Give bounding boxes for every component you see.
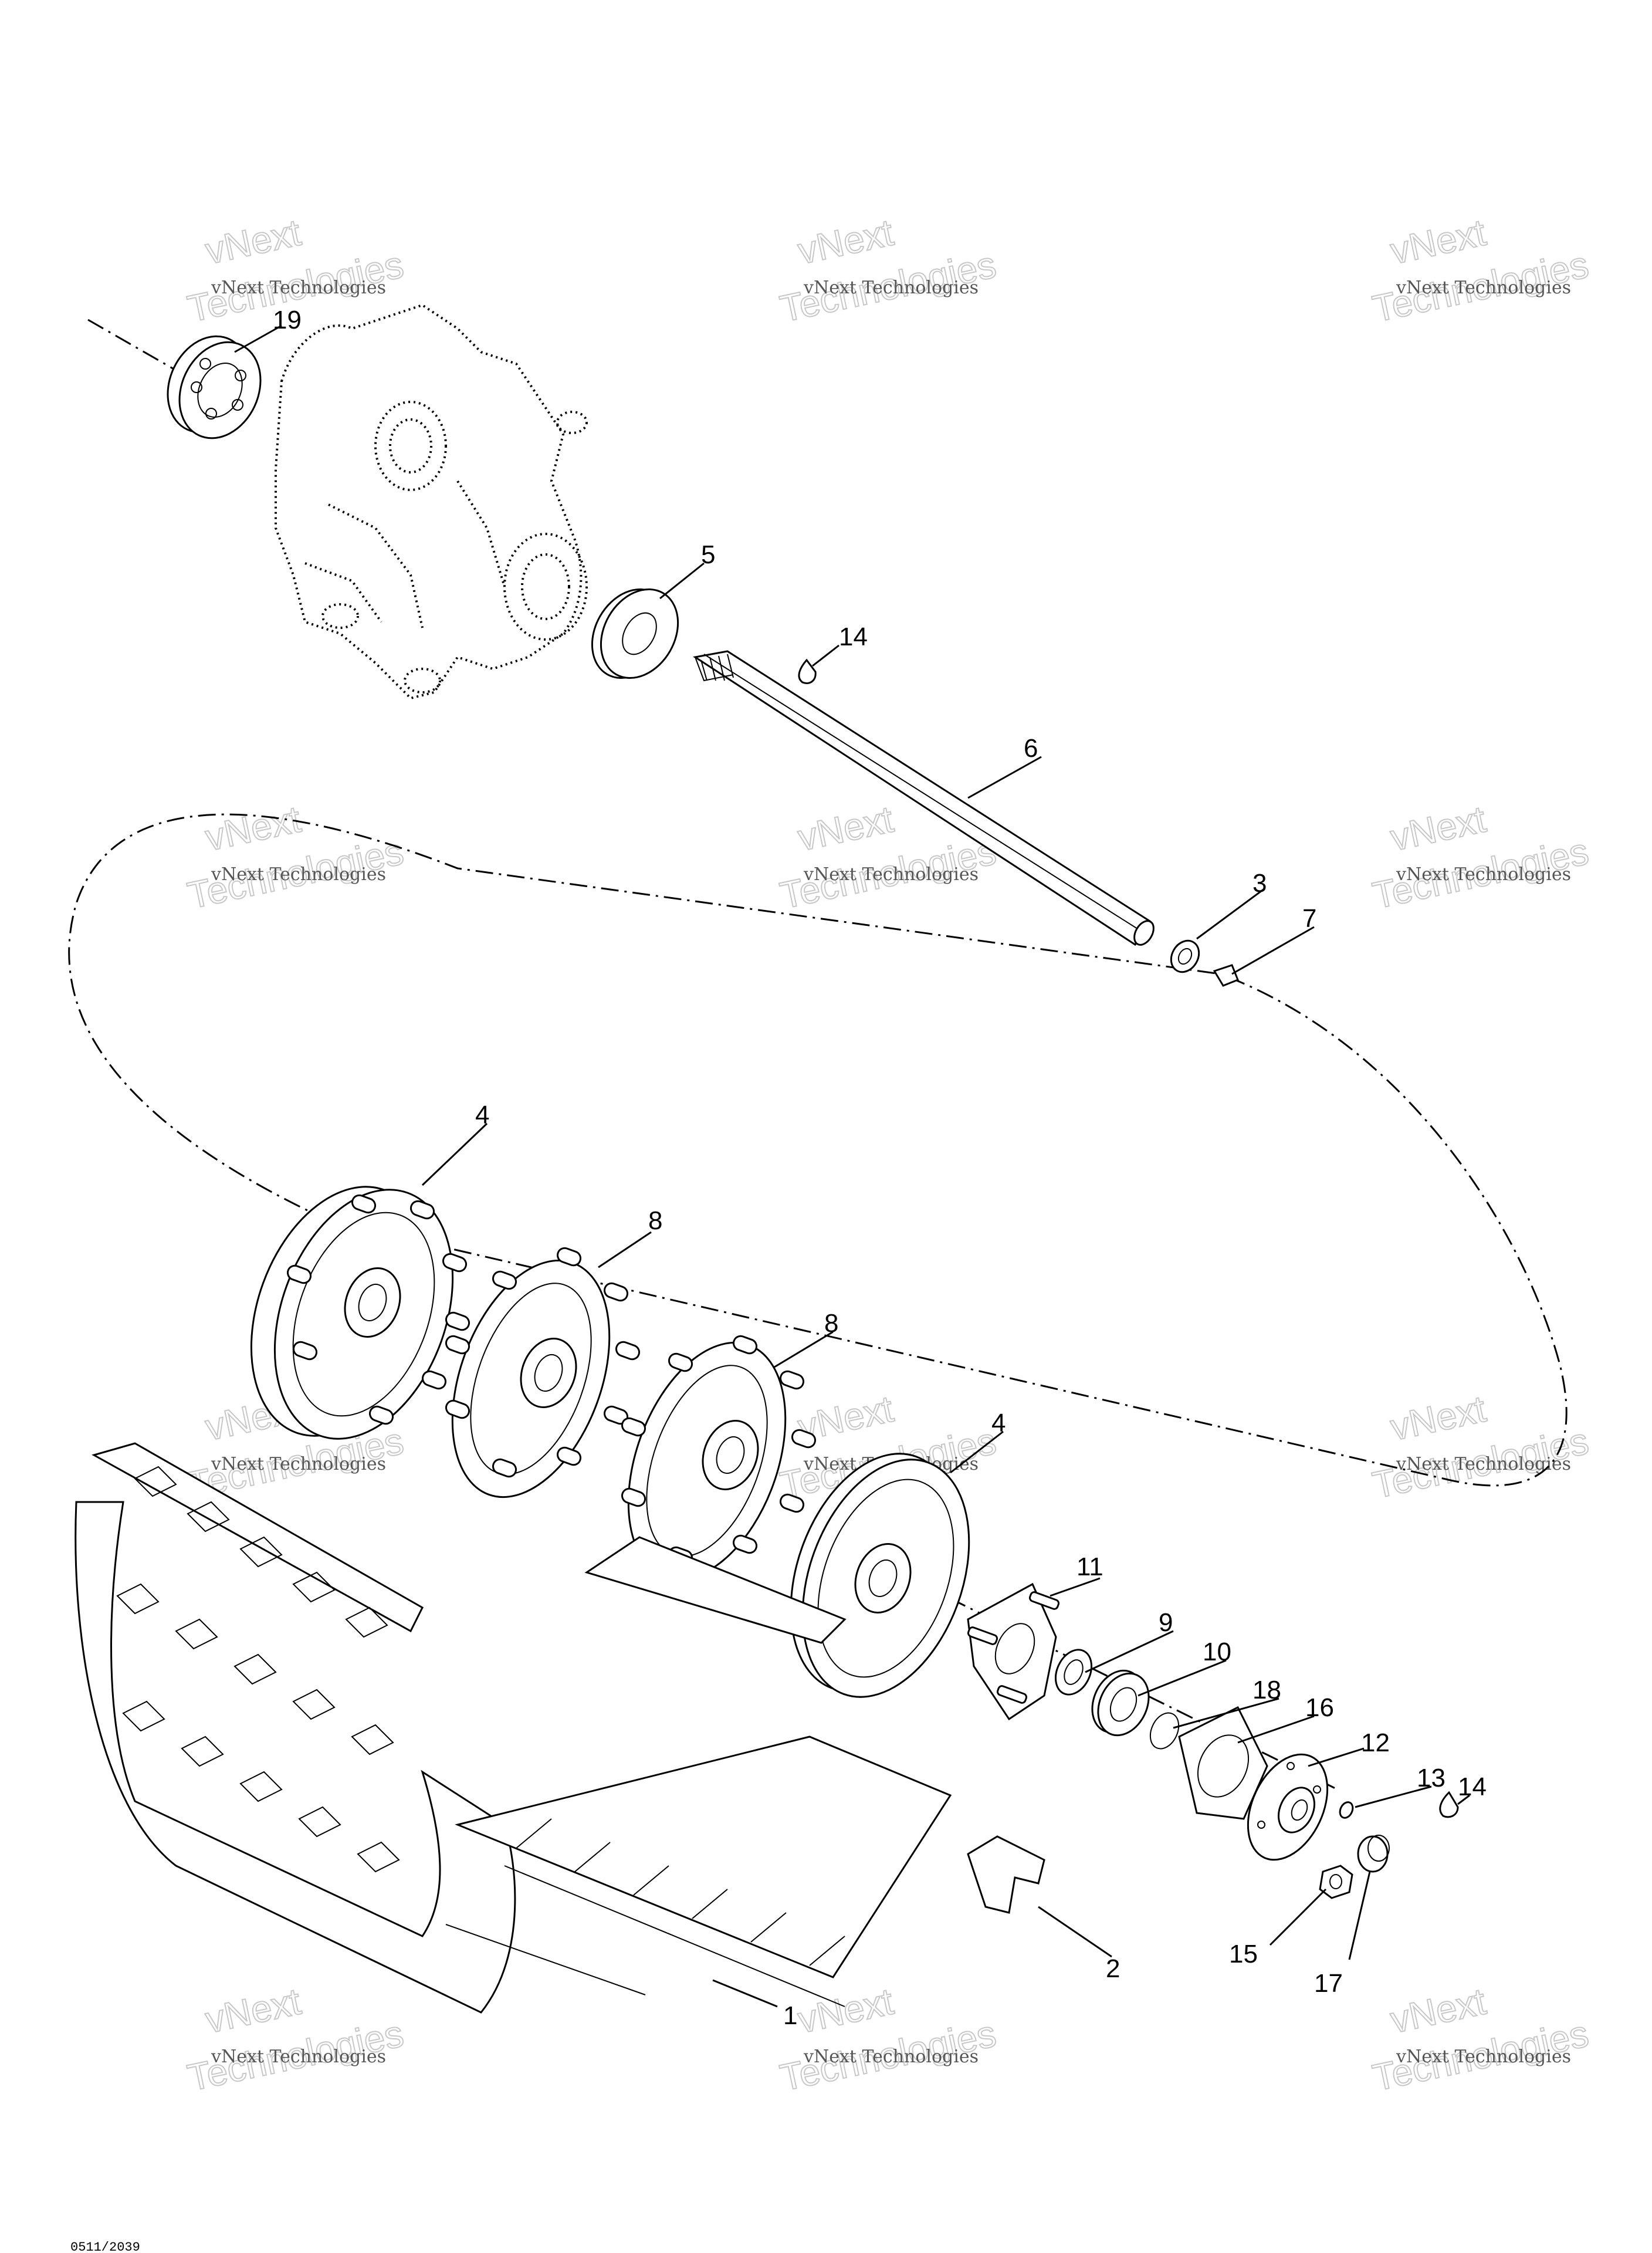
watermark: vNext Technologies vNext Technologies [1369, 211, 1593, 331]
watermark-text: vNext Technologies [1396, 864, 1571, 885]
sprocket-wheel-4-left [250, 1186, 470, 1440]
watermark-logo-vnext: vNext [202, 798, 304, 859]
callout-labels: 19 5 14 6 3 7 4 8 8 4 11 9 10 18 16 12 1… [273, 306, 1487, 2030]
watermark: vNext Technologies vNext Technologies [184, 797, 408, 918]
drop-14-right [1439, 1791, 1459, 1818]
watermark-text: vNext Technologies [803, 864, 979, 885]
callout-7: 7 [1302, 904, 1316, 933]
drive-axle-6 [693, 650, 1155, 946]
callout-4-left: 4 [475, 1101, 489, 1129]
watermark-text: vNext Technologies [1396, 2046, 1571, 2067]
screw-13 [1339, 1801, 1354, 1819]
watermark: vNext Technologies vNext Technologies [1369, 797, 1593, 918]
watermark: vNext Technologies vNext Technologies [1369, 1980, 1593, 2100]
watermark-text: vNext Technologies [211, 864, 386, 885]
watermark-text: vNext Technologies [211, 2046, 386, 2067]
bearing-plate-11 [967, 1582, 1060, 1721]
watermark-logo-vnext: vNext [1387, 211, 1489, 272]
callout-17: 17 [1314, 1969, 1343, 1998]
seal-ring-5 [591, 588, 679, 679]
watermark-text: vNext Technologies [211, 1454, 386, 1474]
bushing-3 [1170, 939, 1200, 973]
callout-13: 13 [1417, 1764, 1446, 1792]
watermark-logo-vnext: vNext [794, 798, 897, 859]
callout-4-right: 4 [991, 1409, 1006, 1437]
watermark-logo-vnext: vNext [794, 211, 897, 272]
watermark-text: vNext Technologies [1396, 278, 1571, 298]
callout-9: 9 [1159, 1608, 1173, 1637]
watermark-logo-vnext: vNext [794, 1980, 897, 2041]
watermark-text: vNext Technologies [1396, 1454, 1571, 1474]
callout-14-top: 14 [839, 623, 868, 651]
callout-11: 11 [1076, 1552, 1103, 1581]
watermark-logo-vnext: vNext [1387, 1980, 1489, 2041]
callout-1: 1 [783, 2001, 797, 2030]
callout-15: 15 [1229, 1940, 1258, 1968]
cap-17 [1357, 1835, 1390, 1873]
figure-reference-code: 0511/2039 [70, 2240, 140, 2253]
callout-18: 18 [1252, 1676, 1281, 1704]
sprocket-wheel-8-a [445, 1247, 641, 1498]
callout-12: 12 [1361, 1728, 1390, 1757]
callout-14-right: 14 [1458, 1772, 1487, 1801]
callout-2: 2 [1106, 1954, 1120, 1983]
watermark-text: vNext Technologies [211, 278, 386, 298]
watermark: vNext Technologies vNext Technologies [776, 1980, 1000, 2100]
watermark: vNext Technologies vNext Technologies [184, 1980, 408, 2100]
watermark-logo-vnext: vNext [202, 1980, 304, 2041]
watermark-logo-vnext: vNext [202, 211, 304, 272]
clip-18 [1149, 1712, 1180, 1750]
callout-3: 3 [1252, 869, 1267, 898]
drop-14-top [798, 658, 817, 684]
callout-8-b: 8 [824, 1309, 838, 1338]
watermark: vNext Technologies vNext Technologies [776, 211, 1000, 331]
hub-12 [1247, 1753, 1329, 1861]
callout-19: 19 [273, 306, 302, 334]
clip-7 [1213, 964, 1239, 987]
leader-lines [234, 324, 1470, 2008]
ring-9 [1055, 1649, 1092, 1696]
watermark-text: vNext Technologies [803, 2046, 979, 2067]
callout-5: 5 [701, 540, 715, 569]
callout-16: 16 [1305, 1693, 1334, 1722]
bearing-10 [1091, 1669, 1150, 1737]
watermark-text: vNext Technologies [803, 278, 979, 298]
sprocket-wheel-4-right [790, 1453, 970, 1698]
track-lugs [116, 1466, 400, 1873]
watermark: vNext Technologies vNext Technologies [1369, 1387, 1593, 1507]
callout-10: 10 [1203, 1638, 1231, 1666]
watermark-logo-vnext: vNext [1387, 798, 1489, 859]
callout-6: 6 [1024, 734, 1038, 763]
ball-bearing-19 [167, 335, 262, 439]
track-1 [75, 1442, 952, 2014]
callout-8-a: 8 [648, 1206, 662, 1235]
axle-splines [700, 654, 734, 681]
track-slots [516, 1818, 845, 1966]
watermark-logo-vnext: vNext [1387, 1388, 1489, 1449]
chaincase-housing [275, 303, 588, 700]
nut-15 [1319, 1865, 1353, 1899]
clip-2 [967, 1835, 1045, 1914]
